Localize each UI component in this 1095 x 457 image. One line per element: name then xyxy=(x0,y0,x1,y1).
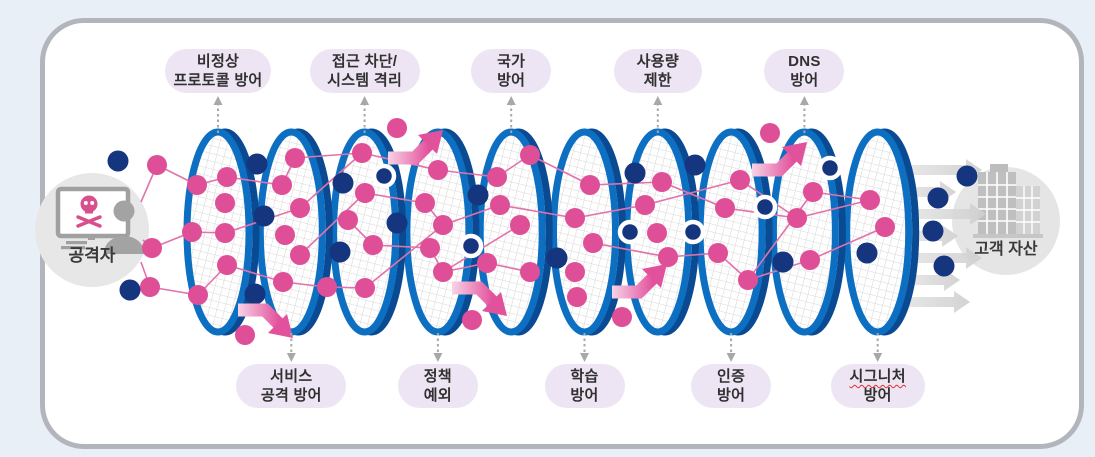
defense-label-text: 국가 xyxy=(497,53,526,70)
bent-arrow-icon xyxy=(238,303,293,338)
defense-label-text: 시스템 격리 xyxy=(327,72,403,89)
asset-label: 고객 자산 xyxy=(974,241,1038,258)
defense-label-text: 방어 xyxy=(716,387,746,404)
clean-dots xyxy=(107,150,978,305)
label-leader-arrows xyxy=(213,96,883,362)
defense-label-text: 예외 xyxy=(423,387,452,404)
attack-dots xyxy=(140,118,895,345)
defense-label-text: 학습 xyxy=(570,368,599,385)
bent-arrow-icon xyxy=(452,281,507,316)
defense-label-text: 공격 방어 xyxy=(260,387,322,404)
defense-label-text: 방어 xyxy=(570,387,599,404)
defense-label-text: DNS xyxy=(788,53,821,70)
defense-label-text: 정책 xyxy=(423,368,452,385)
defense-label-text: 서비스 xyxy=(270,368,313,385)
bent-arrow-icon xyxy=(612,264,667,299)
attacker-icon xyxy=(35,173,149,287)
person-icon xyxy=(104,200,144,254)
defense-label-text: 프로토콜 방어 xyxy=(173,72,263,89)
attacker-label: 공격자 xyxy=(68,246,116,265)
defense-label-text: 제한 xyxy=(643,72,672,89)
defense-label-text: 방어 xyxy=(497,72,526,89)
building-icon xyxy=(973,164,1043,238)
caught-dots xyxy=(371,155,843,259)
deflected-attack-arrows xyxy=(238,130,807,338)
defense-label-text: 방어 xyxy=(790,72,819,89)
bent-arrow-icon xyxy=(388,130,443,165)
defense-label-text: 인증 xyxy=(716,368,746,385)
defense-label-top-5: DNS 방어 xyxy=(764,49,845,93)
defense-label-text: 시그니처 xyxy=(849,368,906,385)
defense-label-text: 비정상 xyxy=(196,53,240,70)
defense-label-text: 사용량 xyxy=(636,53,679,70)
skull-icon xyxy=(76,195,102,228)
defense-label-text: 방어 xyxy=(863,387,892,404)
bent-arrow-icon xyxy=(752,142,807,177)
defense-label-top-2: 접근 차단/시스템 격리 xyxy=(309,49,420,93)
defense-label-text: 접근 차단/ xyxy=(331,53,398,70)
filter-ellipse xyxy=(696,128,773,336)
filter-ellipse xyxy=(550,128,626,336)
customer-asset-icon xyxy=(952,164,1060,275)
